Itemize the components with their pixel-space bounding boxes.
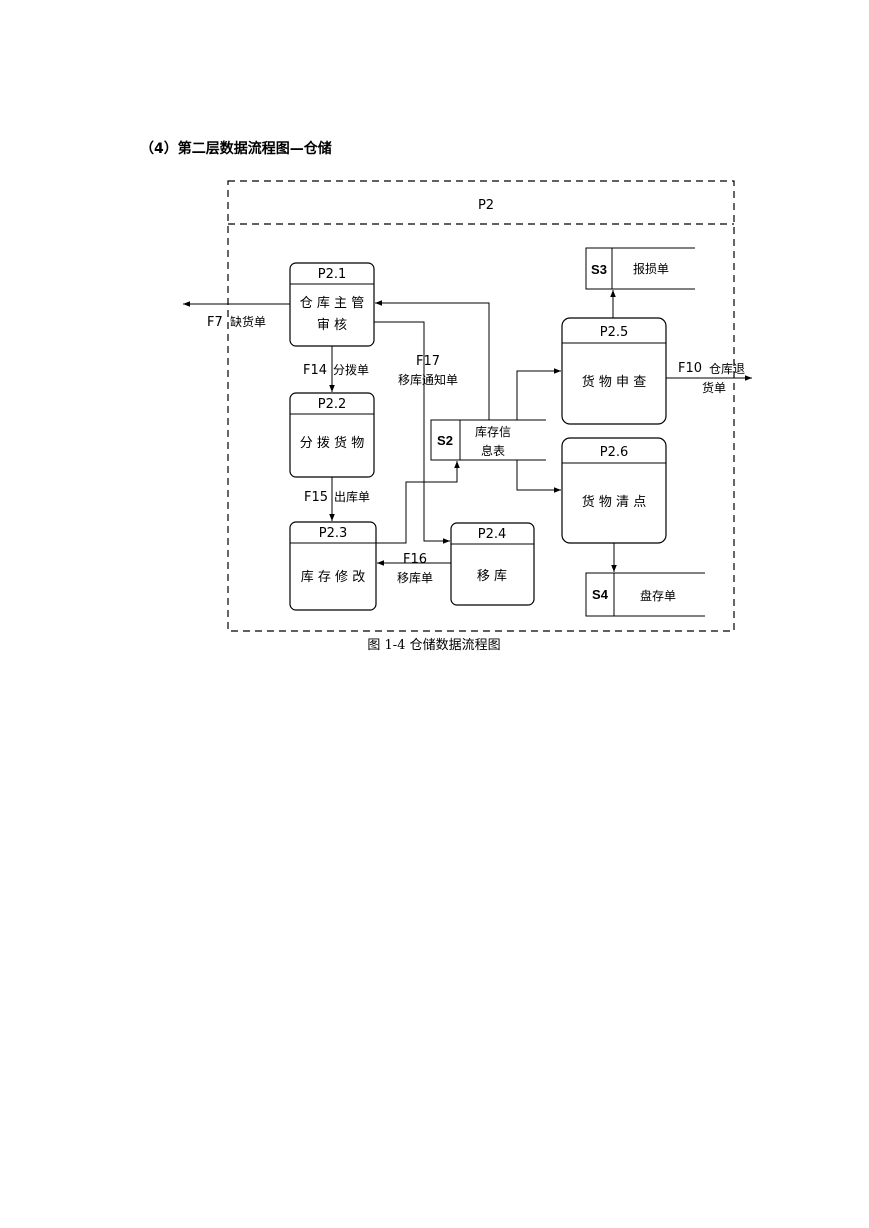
store-s2: S2 库存信 息表 [430,419,546,461]
flow-f17-id: F17 [416,354,440,369]
flow-f17-name: 移库通知单 [398,372,458,387]
boundary-p2: P2 [227,180,735,632]
boundary-label: P2 [478,198,494,213]
process-p2-2-id: P2.2 [318,397,347,412]
store-s3-outline [585,247,695,290]
process-p2-3-name: 库 存 修 改 [301,569,365,585]
flow-f7-label: F7 缺货单 [207,314,266,330]
process-p2-5: P2.5 货 物 申 查 [561,317,667,425]
process-p2-3-id: P2.3 [319,526,348,541]
flow-f7-name: 缺货单 [230,314,266,329]
flow-f7-id: F7 [207,315,223,330]
store-s4: S4 盘存单 [585,572,705,617]
flow-f15-name: 出库单 [334,489,370,504]
flow-s2-to-p2-6-line [516,460,561,493]
flow-f17-label: F17 移库通知单 [398,354,458,387]
flow-s2-to-p2-1-line [375,300,490,420]
store-s4-id: S4 [592,587,609,602]
process-p2-6: P2.6 货 物 清 点 [561,437,667,544]
flow-f10-id: F10 [678,361,702,376]
process-p2-1: P2.1 仓 库 主 管 审 核 [289,262,375,347]
flow-p2-3-to-s2-line [376,461,460,544]
process-p2-5-id: P2.5 [600,325,629,340]
store-s2-name-line2: 息表 [481,443,505,458]
store-s3: S3 报损单 [585,247,695,290]
flow-f14-name: 分拨单 [333,363,369,377]
store-s3-id: S3 [591,262,607,277]
process-p2-2-name: 分 拨 货 物 [300,435,364,451]
process-p2-5-box [561,317,667,425]
process-p2-3: P2.3 库 存 修 改 [289,521,377,611]
process-p2-5-name: 货 物 申 查 [582,374,646,390]
section-heading: （4）第二层数据流程图—仓储 [140,141,332,157]
flow-f10-name-line1: 仓库退 [709,361,745,376]
flow-f14-id: F14 [303,363,327,378]
store-s3-name: 报损单 [633,261,669,276]
process-p2-1-name-line2: 审 核 [317,318,347,333]
process-p2-1-id: P2.1 [318,267,347,282]
process-p2-4-id: P2.4 [478,527,507,542]
process-p2-6-id: P2.6 [600,445,629,460]
process-p2-6-name: 货 物 清 点 [582,494,646,510]
flow-f10-name-line2: 货单 [702,380,726,395]
process-p2-3-box [289,521,377,611]
store-s4-name: 盘存单 [640,588,676,603]
figure-caption: 图 1-4 仓储数据流程图 [367,638,500,653]
flow-f15-label: F15 出库单 [304,489,370,505]
boundary-frame [227,180,735,632]
store-s2-name-line1: 库存信 [475,424,511,439]
flow-s2-to-p2-5-line [516,368,561,420]
process-p2-1-name-line1: 仓 库 主 管 [300,295,364,311]
store-s2-id: S2 [437,433,453,448]
flow-f16-name: 移库单 [397,570,433,585]
process-p2-4-name: 移 库 [477,568,507,584]
flow-f14-label: F14 分拨单 [303,363,369,378]
flow-f16-id: F16 [403,552,427,567]
flow-f17-line [374,321,450,544]
flow-f16-label: F16 移库单 [397,552,433,585]
flow-f10-label: F10 仓库退 货单 [678,361,745,395]
process-p2-2: P2.2 分 拨 货 物 [289,392,375,478]
store-s4-outline [585,572,705,617]
process-p2-4: P2.4 移 库 [450,522,535,606]
flow-f15-id: F15 [304,490,328,505]
